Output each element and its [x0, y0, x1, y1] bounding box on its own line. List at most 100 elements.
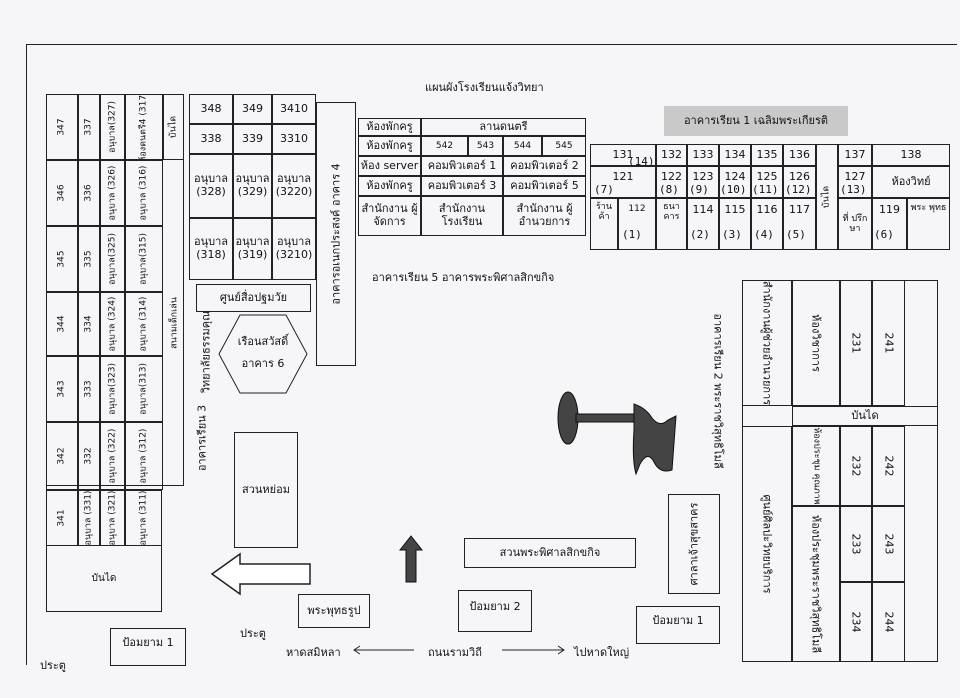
stairs-left: บันได	[163, 94, 184, 160]
room-544: 544	[503, 136, 542, 156]
b1-stairs: บันได	[816, 144, 838, 250]
map-title: แผนผังโรงเรียนแจ้งวิทยา	[425, 81, 544, 94]
gate-outer: ประตู	[40, 659, 66, 672]
road-name: ถนนรามวิถี	[428, 646, 482, 659]
room-343: 343	[46, 356, 78, 422]
room-315: อนุบาล(315)	[125, 226, 163, 292]
main-garden: สวนพระพิศาลสิกขกิจ	[464, 538, 636, 568]
room-241: 241	[872, 280, 905, 406]
b2-stairs: บันได	[792, 406, 938, 426]
room-326: อนุบาล (326)	[100, 160, 125, 226]
room-3410: 3410	[272, 94, 316, 124]
ethics-college-label: วิทยาลัยธรรมคุณ	[199, 310, 213, 394]
room-132: 132	[656, 144, 687, 166]
room-311: อนุบาล (311)	[125, 490, 162, 546]
room-321: อนุบาล (321)	[100, 490, 125, 546]
hw-2: (2)	[690, 228, 710, 241]
hw-9: (9)	[689, 183, 709, 196]
guard-post-east: ป้อมยาม 1	[636, 606, 720, 644]
art-service-center: ศูนย์ศิลปะวิทยบริการ	[742, 426, 792, 662]
room-136: 136	[783, 144, 816, 166]
room-126: 126	[783, 166, 816, 198]
room-314: อนุบาล (314)	[125, 292, 163, 356]
hw-4: (4)	[754, 228, 774, 241]
room-341: 341	[46, 490, 78, 546]
stairs-left-bottom: บันได	[46, 546, 162, 612]
room-114: 114	[687, 198, 719, 250]
room-116: 116	[751, 198, 783, 250]
room-3210: อนุบาล (3210)	[272, 218, 316, 280]
hw-6: (6)	[874, 228, 894, 241]
room-342: 342	[46, 422, 78, 490]
room-122: 122	[656, 166, 687, 198]
room-313: อนุบาล(313)	[125, 356, 163, 422]
room-124: 124	[719, 166, 751, 198]
building-5-label: อาคารเรียน 5 อาคารพระพิศาลสิกขกิจ	[372, 271, 555, 284]
room-339: 339	[233, 124, 272, 154]
room-327: อนุบาล(327)	[100, 94, 125, 160]
building-2-label: อาคารเรียน 2 พระราชวิสุทธิโมลี	[711, 313, 725, 469]
building-1-label: อาคารเรียน 1 เฉลิมพระเกียรติ	[664, 106, 848, 136]
room-125: 125	[751, 166, 783, 198]
hexagon-line2: อาคาร 6	[241, 357, 285, 370]
b5-staff-room-3: ห้องพักครู	[358, 176, 421, 196]
guard-post-2: ป้อมยาม 2	[458, 590, 532, 632]
bank: ธนา คาร	[656, 198, 687, 250]
b5-computer-5: คอมพิวเตอร์ 5	[503, 176, 586, 196]
science-room: ห้องวิทย์	[872, 166, 950, 198]
b5-school-office: สำนักงาน โรงเรียน	[421, 196, 503, 236]
room-334: 334	[78, 292, 100, 356]
quality-meeting-room: ห้องประชุม คุณภาพ	[792, 426, 840, 506]
room-345: 345	[46, 226, 78, 292]
room-115: 115	[719, 198, 751, 250]
advisor-room: ที่ ปรึก ษา	[838, 198, 872, 250]
pavilion: ศาลาเจ้าสุขสาคร	[668, 494, 720, 594]
room-329: อนุบาล (329)	[233, 154, 272, 218]
b5-computer-3: คอมพิวเตอร์ 3	[421, 176, 503, 196]
b5-staff-room-2: ห้องพักครู	[358, 136, 421, 156]
garden: สวนหย่อม	[234, 432, 298, 548]
academic-room: ห้องวิชาการ	[792, 280, 840, 406]
to-samila-beach: หาดสมิหลา	[286, 646, 341, 659]
b5-music-yard: ลานดนตรี	[421, 118, 586, 136]
room-233: 233	[840, 506, 872, 582]
right-road-arrow	[502, 645, 565, 655]
b5-manager-office: สำนักงาน ผู้จัดการ	[358, 196, 421, 236]
room-333: 333	[78, 356, 100, 422]
b5-server-room: ห้อง server	[358, 156, 421, 176]
room-242: 242	[872, 426, 905, 506]
room-119: 119	[872, 198, 907, 250]
hw-10: (10)	[720, 183, 747, 196]
room-542: 542	[421, 136, 468, 156]
room-324: อนุบาล (324)	[100, 292, 125, 356]
hw-13: (13)	[840, 183, 867, 196]
hw-7: (7)	[594, 183, 614, 196]
building-4-label: อาคารอเนกประสงค์ อาคาร 4	[316, 102, 356, 366]
room-127: 127	[838, 166, 872, 198]
room-317: ห้องดนตรี4 (317)	[125, 94, 163, 160]
b5-computer-2: คอมพิวเตอร์ 2	[503, 156, 586, 176]
room-323: อนุบาล(323)	[100, 356, 125, 422]
room-231: 231	[840, 280, 872, 406]
flag-icon	[557, 391, 677, 476]
room-112: 112	[618, 198, 656, 250]
gate-inner: ประตู	[240, 627, 266, 640]
b5-staff-room-1: ห้องพักครู	[358, 118, 421, 136]
room-117: 117	[783, 198, 816, 250]
room-545: 545	[542, 136, 586, 156]
room-244: 244	[872, 582, 905, 662]
hw-1: (1)	[622, 228, 642, 241]
room-131: 131	[590, 144, 656, 166]
room-318: อนุบาล (318)	[189, 218, 233, 280]
hw-11: (11)	[752, 183, 779, 196]
room-349: 349	[233, 94, 272, 124]
hw-5: (5)	[786, 228, 806, 241]
room-3310: 3310	[272, 124, 316, 154]
room-319: อนุบาล (319)	[233, 218, 272, 280]
room-138: 138	[872, 144, 950, 166]
room-328: อนุบาล (328)	[189, 154, 233, 218]
hw-14: (14)	[628, 155, 655, 168]
hexagon-line1: เรือนสวัสดิ์	[237, 335, 289, 348]
room-543: 543	[468, 136, 503, 156]
